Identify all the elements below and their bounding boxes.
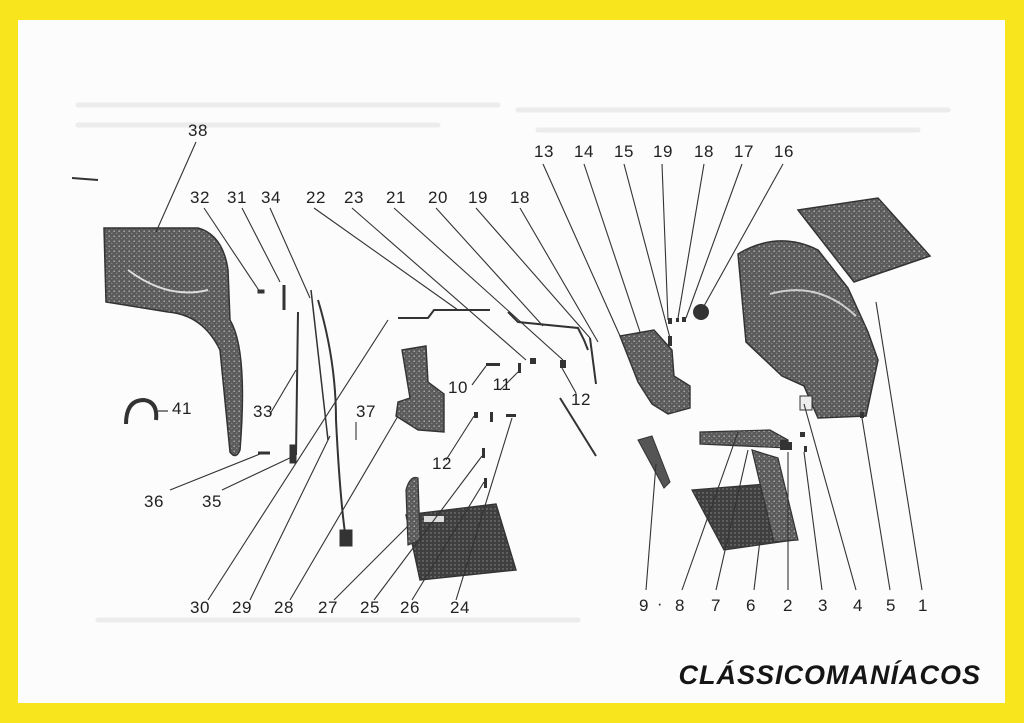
part-label-34: 32	[190, 188, 210, 207]
part-label-37: 35	[202, 492, 222, 511]
part-label-41: 41	[172, 399, 192, 418]
part-label-4: 4	[853, 596, 863, 615]
brand-wordmark: CLÁSSICOMANÍACOS	[678, 660, 981, 690]
part-label-36: 34	[261, 188, 281, 207]
part-label-22: 20	[428, 188, 448, 207]
fender-arc	[769, 289, 857, 317]
part-label-32: 30	[190, 598, 210, 617]
foot-plate-part-27	[405, 503, 517, 581]
background-ghost-print	[75, 102, 951, 623]
part-label-12-right: 12	[571, 390, 591, 409]
exploded-parts-diagram	[71, 102, 951, 623]
part-label-9: 9	[639, 596, 649, 615]
part-label-19: 19	[653, 142, 673, 161]
part-label-24: 22	[306, 188, 326, 207]
part-label-35: 33	[253, 402, 273, 421]
linkage-rod-part-22	[507, 311, 589, 351]
part-label-8: 8	[675, 596, 685, 615]
part-label-13: 13	[534, 142, 554, 161]
small-bolts	[474, 358, 566, 488]
separator-dot: ·	[656, 594, 664, 613]
plate-back-part-29	[405, 476, 421, 546]
part-label-3: 3	[818, 596, 828, 615]
part-label-25: 23	[344, 188, 364, 207]
part-label-27: 25	[360, 598, 380, 617]
part-label-15: 15	[614, 142, 634, 161]
part-label-1: 1	[918, 596, 928, 615]
margin-dash	[71, 177, 99, 181]
pedal-housing-part-30	[395, 345, 445, 433]
fender-bracket	[799, 395, 813, 411]
part-label-39: 37	[356, 402, 376, 421]
part-label-12-center: 12	[432, 454, 452, 473]
small-fasteners	[788, 412, 864, 452]
part-label-18: 18	[694, 142, 714, 161]
part-label-5: 5	[886, 596, 896, 615]
rod-part-21	[589, 337, 597, 385]
part-label-40: 38	[188, 121, 208, 140]
small-clips	[668, 317, 686, 346]
part-label-21: 19	[468, 188, 488, 207]
part-label-23: 21	[386, 188, 406, 207]
part-label-20: 18	[510, 188, 530, 207]
diagram-frame: 38 32 31 34 22 23 21 20 19 18 13 14 15 1…	[18, 20, 1005, 703]
hook-part-41	[124, 397, 159, 425]
side-panel-part-40	[103, 227, 244, 457]
plate-slot	[424, 516, 444, 522]
rod-part-20	[559, 397, 597, 457]
floor-mat-side	[751, 449, 799, 543]
part-label-38: 36	[144, 492, 164, 511]
bracket-part-24	[398, 309, 490, 319]
part-label-11: 11	[492, 375, 512, 394]
part-label-6: 6	[746, 596, 756, 615]
leader-lines	[155, 141, 923, 601]
part-label-28: 26	[400, 598, 420, 617]
lever-part-9	[637, 435, 671, 489]
part-label-17: 17	[734, 142, 754, 161]
pedal-mount-part-14	[619, 329, 691, 415]
knob-part-16	[693, 304, 709, 320]
part-label-29: 27	[318, 598, 338, 617]
fender-top-part-1	[796, 197, 932, 283]
part-label-31: 29	[232, 598, 252, 617]
part-label-33: 31	[227, 188, 247, 207]
bar-part-7	[699, 429, 789, 449]
part-label-7: 7	[711, 596, 721, 615]
panel-highlight	[127, 269, 209, 294]
part-label-16: 16	[774, 142, 794, 161]
part-label-2: 2	[783, 596, 793, 615]
part-label-10: 10	[448, 378, 468, 397]
bar-cap	[780, 440, 788, 450]
part-label-26: 24	[450, 598, 470, 617]
part-label-30: 28	[274, 598, 294, 617]
part-label-14: 14	[574, 142, 594, 161]
